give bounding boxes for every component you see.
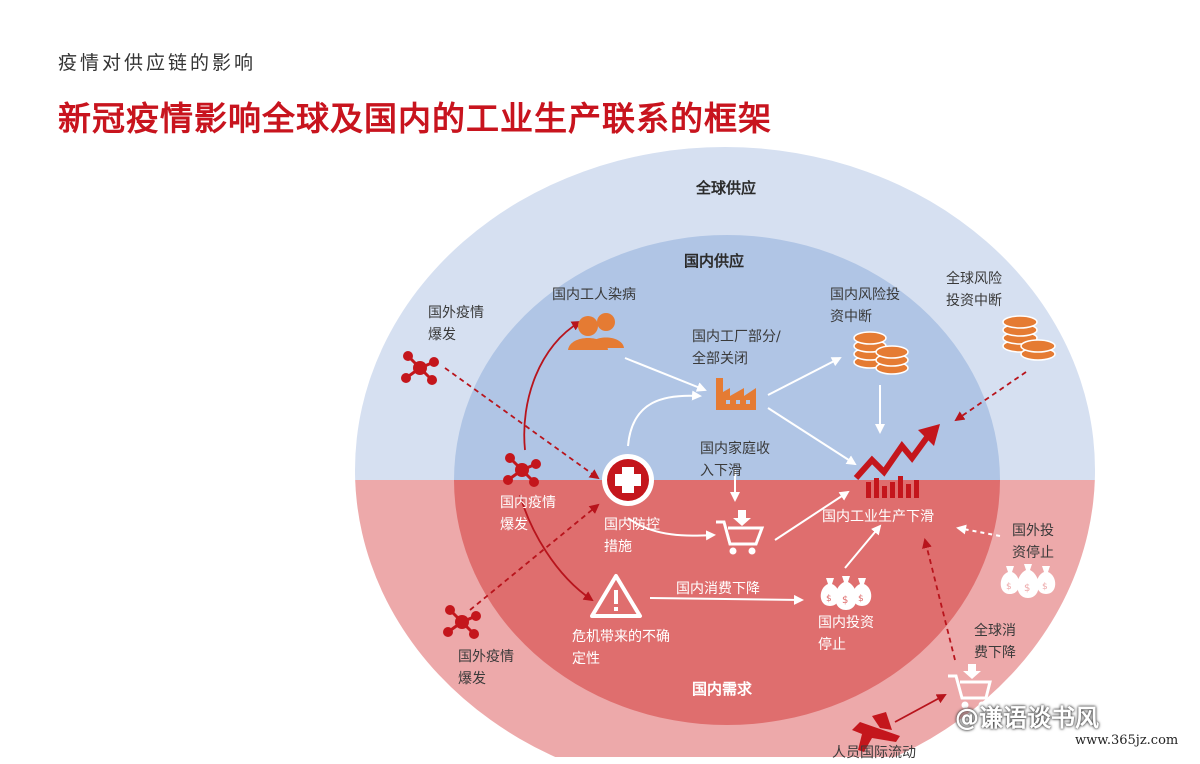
money-bags-icon: $ $ $ xyxy=(820,576,872,610)
svg-text:$: $ xyxy=(1042,582,1048,592)
label-domestic-outbreak: 国内疫情爆发 xyxy=(500,495,556,533)
domestic-circle xyxy=(454,235,1000,725)
watermark-text: @谦语谈书风 xyxy=(955,704,1099,732)
virus-icon xyxy=(401,351,439,385)
svg-text:$: $ xyxy=(858,594,864,604)
label-domestic-risk-invest: 国内风险投资中断 xyxy=(830,287,900,325)
label-domestic-supply: 国内供应 xyxy=(684,252,745,270)
page-title: 新冠疫情影响全球及国内的工业生产联系的框架 xyxy=(58,99,772,138)
coins-icon xyxy=(853,331,909,375)
label-global-supply: 全球供应 xyxy=(696,179,757,197)
label-crisis-uncertainty: 危机带来的不确定性 xyxy=(572,629,670,667)
bar-chart-decline-icon xyxy=(853,424,940,498)
watermark-url: www.365jz.com xyxy=(1075,733,1179,748)
svg-text:$: $ xyxy=(1024,583,1030,594)
medical-cross-icon xyxy=(602,454,654,506)
money-bags-icon: $ $ $ xyxy=(1000,564,1056,598)
warning-icon xyxy=(590,574,642,618)
svg-text:$: $ xyxy=(826,594,832,604)
white-arrows xyxy=(624,357,1001,605)
label-global-risk-invest: 全球风险投资中断 xyxy=(946,271,1002,309)
label-prevention-measures: 国内防控措施 xyxy=(604,517,660,555)
people-icon xyxy=(568,313,624,350)
label-people-flow: 人员国际流动 xyxy=(832,745,916,761)
svg-text:$: $ xyxy=(1006,582,1012,592)
label-factory-closed: 国内工厂部分/全部关闭 xyxy=(692,329,781,367)
label-consumption-decline: 国内消费下降 xyxy=(676,581,760,597)
label-workers-infected: 国内工人染病 xyxy=(552,287,636,303)
label-domestic-invest-stop: 国内投资停止 xyxy=(818,615,874,653)
shopping-cart-icon xyxy=(948,664,992,709)
airplane-icon xyxy=(852,712,900,752)
red-arrows xyxy=(444,321,1027,723)
label-domestic-demand: 国内需求 xyxy=(692,680,753,698)
virus-icon xyxy=(443,605,481,639)
factory-icon xyxy=(716,378,756,410)
label-foreign-invest-stop: 国外投资停止 xyxy=(1012,523,1054,561)
page-subtitle: 疫情对供应链的影响 xyxy=(58,52,257,74)
shopping-cart-icon xyxy=(716,510,765,555)
label-household-income: 国内家庭收入下滑 xyxy=(700,441,770,479)
svg-text:$: $ xyxy=(842,595,848,606)
virus-icon xyxy=(503,453,541,487)
label-industrial-decline: 国内工业生产下滑 xyxy=(822,509,934,525)
label-foreign-outbreak-top: 国外疫情爆发 xyxy=(428,305,484,343)
label-global-consumption-decline: 全球消费下降 xyxy=(974,623,1016,661)
label-foreign-outbreak-bottom: 国外疫情爆发 xyxy=(458,649,514,687)
coins-icon xyxy=(1002,315,1056,361)
